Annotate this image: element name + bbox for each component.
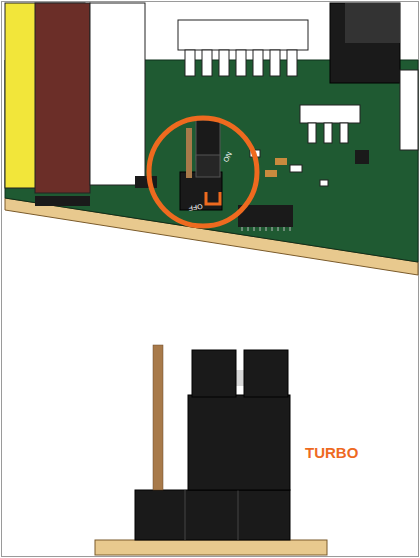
small-connector bbox=[300, 105, 360, 123]
white-capacitor bbox=[90, 3, 145, 185]
jumper-cap bbox=[188, 395, 290, 490]
jumper-mark bbox=[206, 192, 220, 204]
black-block bbox=[330, 3, 400, 83]
smd-part bbox=[135, 176, 157, 188]
black-block bbox=[345, 3, 400, 43]
header bbox=[135, 490, 290, 540]
white-part bbox=[400, 70, 418, 150]
jumper-cap bbox=[196, 120, 220, 160]
board-edge bbox=[95, 540, 327, 555]
pin-gap bbox=[236, 370, 244, 386]
connector bbox=[178, 20, 308, 50]
highlight-circle bbox=[149, 118, 257, 226]
smd-part bbox=[355, 150, 369, 164]
header-pin bbox=[153, 345, 163, 490]
brown-capacitor bbox=[35, 3, 90, 193]
connector-pins bbox=[185, 50, 297, 76]
jumper-label: TURBO bbox=[305, 445, 358, 460]
smd-part bbox=[35, 196, 90, 206]
header-pin bbox=[186, 128, 192, 178]
